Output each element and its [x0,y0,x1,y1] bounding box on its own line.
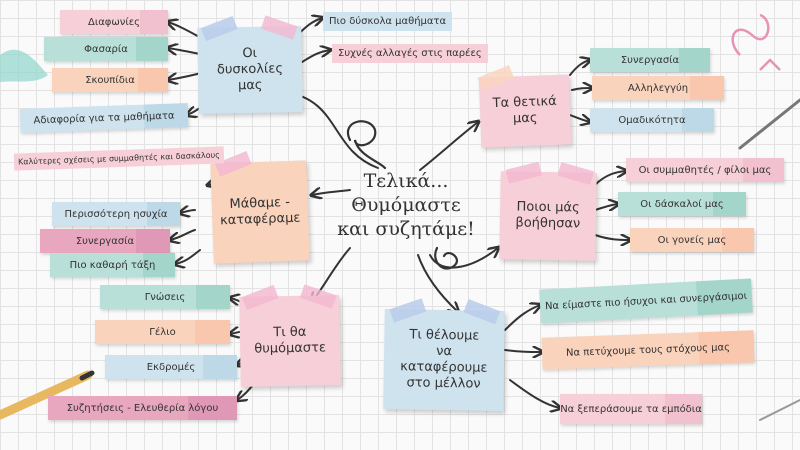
arrow-future-2 [504,350,542,352]
helper-item: Οι συμμαθητές / φίλοι μας [626,158,784,182]
arrow-to-helpers [429,248,498,269]
arrow-future-3 [509,379,560,408]
positive-item: Συνεργασία [590,48,710,72]
remember-item: Συζητήσεις - Ελευθερία λόγου [48,396,237,420]
arrow-to-positives [419,122,478,171]
pencil-left [0,370,93,420]
note-future-line4: στο μέλλον [406,375,481,392]
arrow-difficulties-6 [301,50,330,63]
central-title: Τελικά... Θυμόμαστε και συζητάμε! [326,170,486,241]
arrow-helpers-1 [594,171,626,186]
note-helpers: Ποιοι μάς βοήθησαν [499,161,597,261]
note-remember-line1: Τι θα [273,324,307,341]
note-positives: Τα θετικά μας [477,65,572,148]
arrow-future-1 [504,305,540,331]
note-helpers-line2: βοήθησαν [515,215,581,232]
note-future-line2: να [436,343,453,359]
note-positives-line2: μας [512,110,538,127]
arrow-to-future [417,254,458,312]
future-item: Να ξεπεράσουμε τα εμπόδια [560,394,702,424]
note-future-line3: καταφέρουμε [400,359,488,376]
note-difficulties: Οι δυσκολίες μας [197,15,303,114]
squiggle-bottom [434,246,458,270]
central-title-line1: Τελικά... [363,170,449,192]
pen-right [738,98,800,150]
note-future-line1: Τι θέλουμε [409,326,480,344]
arrow-positives-1 [569,60,590,76]
pen-right-2 [759,399,800,421]
difficulty-item: Σκουπίδια [52,68,168,92]
arrow-learned-2 [180,210,196,213]
teal-paint [0,49,48,82]
squiggle-top [346,120,387,170]
note-learned: Μάθαμε - καταφέραμε [210,151,310,264]
note-difficulties-line1: Οι [242,45,258,61]
arrow-helpers-3 [594,235,630,240]
arrow-to-learned [312,190,351,195]
note-learned-line2: καταφέραμε [219,210,301,229]
note-future: Τι θέλουμε να καταφέρουμε στο μέλλον [383,298,505,412]
positive-item: Αλληλεγγύη [592,76,724,100]
arrow-positives-2 [571,88,592,90]
pink-clip [731,13,770,56]
arrow-positives-3 [569,115,590,122]
note-helpers-line1: Ποιοι μάς [516,199,580,216]
arrow-learned-4 [175,249,201,264]
central-title-line3: και συζητάμε! [337,217,475,240]
helper-item: Οι γονείς μας [630,228,754,252]
note-remember: Τι θα θυμόμαστε [239,284,341,387]
difficulty-item: Πιο δύσκολα μαθήματα [323,12,453,31]
difficulty-item: Φασαρία [44,37,168,61]
note-positives-line1: Τα θετικά [492,93,557,111]
remember-item: Γνώσεις [100,285,230,309]
arrow-helpers-2 [594,204,618,210]
remember-item: Εκδρομές [105,355,237,379]
note-remember-line2: θυμόμαστε [254,340,327,357]
pink-arrow [759,58,781,71]
note-difficulties-line3: μας [237,77,263,94]
learned-item: Περισσότερη ησυχία [52,202,180,226]
remember-item: Γέλιο [95,320,230,344]
arrow-learned-3 [170,229,196,240]
learned-item: Συνεργασία [40,229,170,253]
central-title-line2: Θυμόμαστε [351,193,461,216]
pencil-left-tip [79,370,95,381]
difficulty-item: Συχνές αλλαγές στις παρέες [332,44,488,63]
note-difficulties-line2: δυσκολίες [216,61,284,78]
positive-item: Ομαδικότητα [590,108,714,132]
helper-item: Οι δάσκαλοί μας [618,192,746,216]
learned-item: Πιο καθαρή τάξη [50,253,175,277]
difficulty-item: Διαφωνίες [60,10,168,34]
